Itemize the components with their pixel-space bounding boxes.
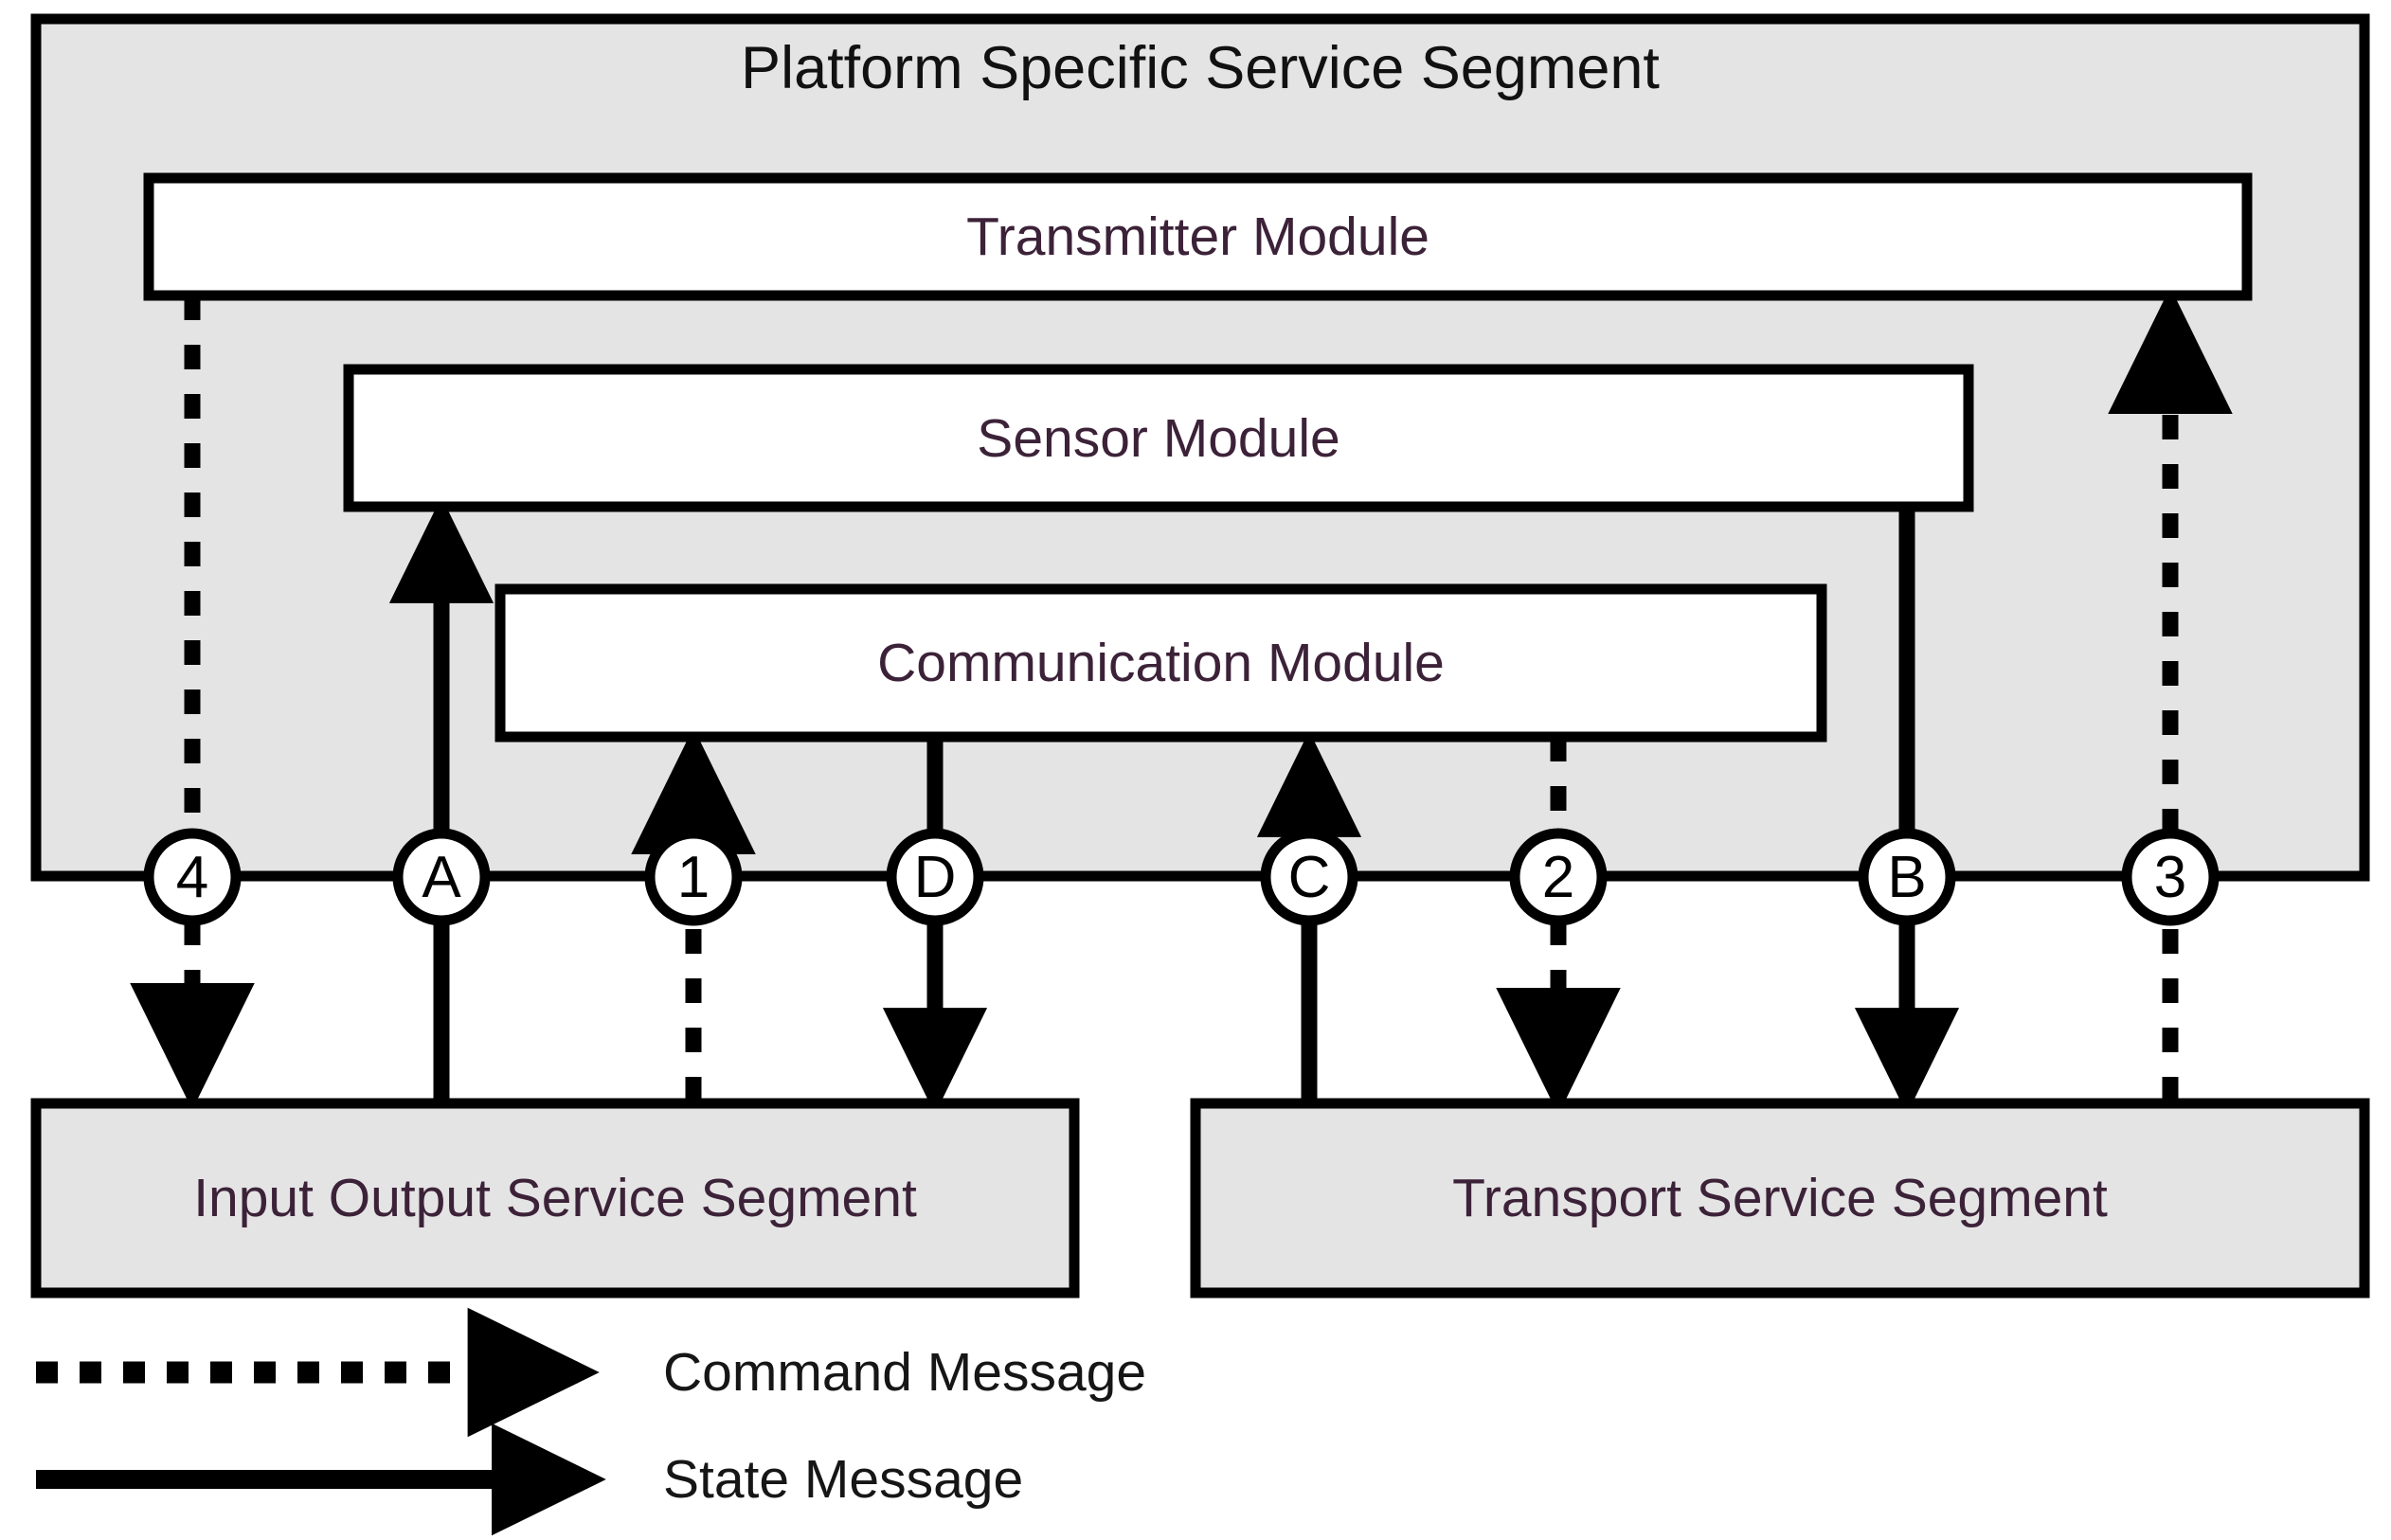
transmitter-module-box bbox=[143, 172, 2253, 301]
interface-node-C-circle[interactable] bbox=[1260, 828, 1358, 926]
sensor-module-box bbox=[343, 364, 1974, 512]
interface-node-2-circle[interactable] bbox=[1509, 828, 1608, 926]
interface-node-A-circle[interactable] bbox=[392, 828, 491, 926]
interface-node-B-circle[interactable] bbox=[1858, 828, 1956, 926]
interface-node-D-circle[interactable] bbox=[886, 828, 984, 926]
io-service-segment-box bbox=[30, 1098, 1080, 1298]
interface-node-4-circle[interactable] bbox=[143, 828, 242, 926]
interface-node-3-circle[interactable] bbox=[2121, 828, 2220, 926]
communication-module-box bbox=[494, 583, 1827, 743]
interface-node-1-circle[interactable] bbox=[644, 828, 743, 926]
transport-service-segment-box bbox=[1190, 1098, 2370, 1298]
